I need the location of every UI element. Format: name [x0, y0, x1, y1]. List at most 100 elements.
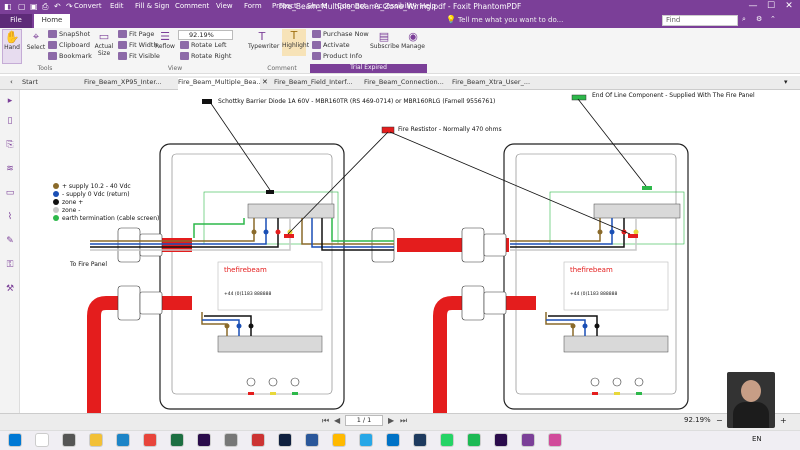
zoom-in-icon[interactable]: +	[780, 416, 787, 425]
word-icon[interactable]	[305, 433, 319, 447]
menu-view[interactable]: View	[216, 2, 233, 10]
settings-icon[interactable]: ⚙	[756, 15, 763, 23]
first-page-icon[interactable]: ⏮	[322, 416, 330, 425]
find-input[interactable]: Find	[662, 15, 738, 26]
search-icon[interactable]: ⌕	[742, 15, 746, 23]
next-page-icon[interactable]: ▶	[388, 416, 395, 425]
open-icon[interactable]: ▢	[18, 2, 26, 11]
lightroom-icon[interactable]	[413, 433, 427, 447]
to-fire-panel-label: To Fire Panel	[70, 261, 108, 268]
tab-multiple-beams[interactable]: Fire_Beam_Multiple_Bea...	[178, 78, 260, 90]
subscribe-button[interactable]: ▤ Subscribe	[370, 30, 399, 50]
photoshop-icon[interactable]	[278, 433, 292, 447]
activate-button[interactable]: Activate	[312, 41, 350, 49]
tools-icon[interactable]: ⚒	[5, 284, 15, 294]
menu-convert[interactable]: Convert	[74, 2, 102, 10]
tab-xp95[interactable]: Fire_Beam_XP95_Inter...	[84, 78, 162, 86]
lock-icon[interactable]: ⚿	[6, 260, 14, 270]
excel-icon[interactable]	[170, 433, 184, 447]
reflow-button[interactable]: ☰ Reflow	[155, 30, 175, 50]
menu-connect[interactable]: Connect	[337, 2, 366, 10]
maximize-button[interactable]: ☐	[766, 1, 776, 11]
tab-menu-icon[interactable]: ▾	[784, 78, 788, 86]
product-info-button[interactable]: Product Info	[312, 52, 362, 60]
cable-right-down	[433, 296, 506, 413]
menu-share[interactable]: Share	[307, 2, 328, 10]
hand-tool-button[interactable]: ✋ Hand	[2, 29, 22, 64]
prev-page-icon[interactable]: ◀	[334, 416, 341, 425]
bookmark-button[interactable]: Bookmark	[48, 52, 92, 60]
minimize-button[interactable]: —	[748, 1, 758, 11]
menu-comment[interactable]: Comment	[175, 2, 210, 10]
taskview-icon[interactable]	[62, 433, 76, 447]
manage-button[interactable]: ◉ Manage	[400, 30, 426, 50]
spotify-icon[interactable]	[467, 433, 481, 447]
fit-width-button[interactable]: Fit Width	[118, 41, 158, 49]
last-page-icon[interactable]: ⏭	[400, 416, 408, 425]
tell-me-input[interactable]: Tell me what you want to do...	[458, 16, 564, 24]
chevron-left-icon[interactable]: ‹	[10, 78, 13, 86]
tab-field-interface[interactable]: Fire_Beam_Field_Interf...	[274, 78, 353, 86]
fit-page-button[interactable]: Fit Page	[118, 30, 154, 38]
windows-icon[interactable]	[8, 433, 22, 447]
phantom-icon[interactable]	[521, 433, 535, 447]
menu-form[interactable]: Form	[244, 2, 262, 10]
menu-fill-sign[interactable]: Fill & Sign	[135, 2, 170, 10]
signature-icon[interactable]: ✎	[6, 236, 14, 246]
rotate-right-button[interactable]: Rotate Right	[180, 52, 231, 60]
search-icon[interactable]	[35, 433, 49, 447]
tab-start[interactable]: Start	[22, 78, 38, 86]
chevron-up-icon[interactable]: ⌃	[770, 15, 776, 23]
tab-close-icon[interactable]: ✕	[262, 78, 268, 86]
redo-icon[interactable]: ↷	[66, 2, 73, 11]
clipboard-button[interactable]: Clipboard	[48, 41, 90, 49]
typewriter-button[interactable]: T Typewriter	[248, 30, 279, 50]
menu-edit[interactable]: Edit	[110, 2, 124, 10]
fit-visible-button[interactable]: Fit Visible	[118, 52, 160, 60]
bookmarks-icon[interactable]: ⎘	[6, 140, 14, 150]
pages-icon[interactable]: ▯	[7, 116, 13, 126]
explorer-icon[interactable]	[332, 433, 346, 447]
select-tool-button[interactable]: ⌖ Select	[25, 30, 47, 51]
whatsapp-icon[interactable]	[440, 433, 454, 447]
premiere2-icon[interactable]	[494, 433, 508, 447]
highlight-button[interactable]: T Highlight	[282, 29, 309, 56]
undo-icon[interactable]: ↶	[54, 2, 61, 11]
close-button[interactable]: ✕	[785, 1, 793, 11]
mail-icon[interactable]	[386, 433, 400, 447]
files-icon[interactable]	[224, 433, 238, 447]
document-page[interactable]: Schottky Barrier Diode 1A 60V - MBR160TR…	[22, 92, 790, 413]
rotate-left-button[interactable]: Rotate Left	[180, 41, 227, 49]
page-number-input[interactable]: 1 / 1	[345, 415, 383, 426]
snapshot-button[interactable]: SnapShot	[48, 30, 90, 38]
print-icon[interactable]: ⎙	[42, 2, 49, 11]
menu-accessibility[interactable]: Accessibility	[374, 2, 418, 10]
attachment-icon[interactable]: ⌇	[7, 212, 13, 222]
purchase-now-button[interactable]: Purchase Now	[312, 30, 369, 38]
telegram-icon[interactable]	[359, 433, 373, 447]
edge-icon[interactable]	[116, 433, 130, 447]
comments-icon[interactable]: ▭	[5, 188, 15, 198]
layers-icon[interactable]: ≋	[6, 164, 14, 174]
app-logo-icon[interactable]: ◧	[4, 2, 12, 11]
legend-supply-plus: + supply 10.2 - 40 Vdc	[62, 183, 131, 190]
app-icon[interactable]	[548, 433, 562, 447]
file-explorer-icon[interactable]	[89, 433, 103, 447]
chrome-icon[interactable]	[143, 433, 157, 447]
tab-xtra-user[interactable]: Fire_Beam_Xtra_User_...	[452, 78, 531, 86]
zoom-out-icon[interactable]: −	[716, 416, 723, 425]
tab-connection[interactable]: Fire_Beam_Connection...	[364, 78, 444, 86]
expand-panel-icon[interactable]: ▸	[7, 96, 13, 106]
media-icon[interactable]	[251, 433, 265, 447]
premiere-icon[interactable]	[197, 433, 211, 447]
menu-help[interactable]: Help	[420, 2, 436, 10]
zoom-select[interactable]: 92.19%	[178, 30, 233, 40]
info-icon	[312, 52, 321, 60]
menu-file[interactable]: File	[0, 14, 32, 28]
menu-protect[interactable]: Protect	[272, 2, 297, 10]
actual-size-label: Actual Size	[94, 43, 114, 57]
actual-size-button[interactable]: ▭ Actual Size	[93, 30, 115, 57]
menu-home[interactable]: Home	[34, 14, 70, 28]
schottky-label: Schottky Barrier Diode 1A 60V - MBR160TR…	[218, 98, 496, 105]
save-icon[interactable]: ▣	[30, 2, 38, 11]
